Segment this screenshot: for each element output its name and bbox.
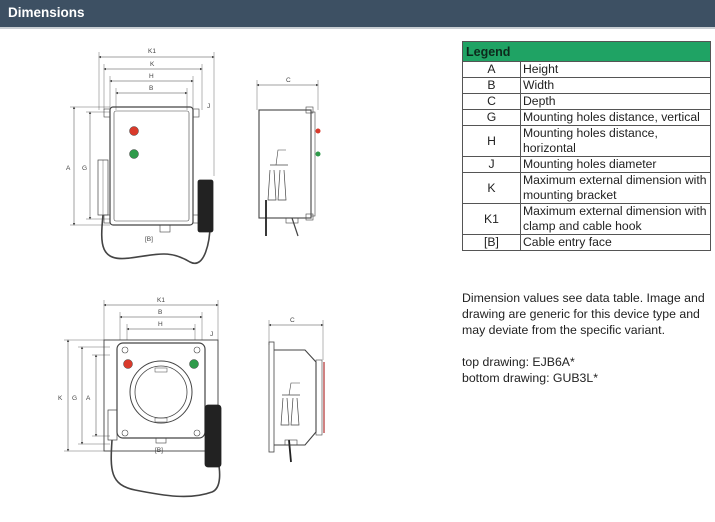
bottom-front-b-label: B (158, 309, 162, 316)
bottom-front-view (64, 300, 222, 498)
bottom-front-green-lamp (189, 359, 199, 369)
generic-drawing-note: Dimension values see data table. Image a… (462, 291, 705, 337)
legend-desc: Depth (520, 93, 711, 110)
bottom-front-a-label: A (86, 395, 91, 402)
bottom-side-view (268, 320, 325, 463)
legend-key: B (462, 77, 521, 94)
bottom-front-k-label: K (58, 395, 63, 402)
legend-desc: Mounting holes distance, vertical (520, 109, 711, 126)
legend-desc: Maximum external dimension with mounting… (520, 172, 711, 204)
bottom-front-g-label: G (72, 395, 77, 402)
legend-key: [B] (462, 234, 521, 251)
legend-key: A (462, 61, 521, 78)
legend-title: Legend (462, 41, 711, 62)
bottom-drawing-note: bottom drawing: GUB3L* (462, 371, 599, 385)
legend-key: K (462, 172, 521, 204)
bottom-front-j-label: J (210, 331, 213, 338)
legend-key: C (462, 93, 521, 110)
bottom-side-c-label: C (290, 317, 295, 324)
section-header: Dimensions (0, 0, 715, 27)
top-front-j-label: J (207, 103, 210, 110)
top-side-red-lamp (315, 128, 321, 134)
bottom-front-h-label: H (158, 321, 163, 328)
top-side-c-label: C (286, 77, 291, 84)
top-front-green-lamp (129, 149, 139, 159)
top-side-green-lamp (315, 151, 321, 157)
legend-desc: Mounting holes diameter (520, 156, 711, 173)
header-divider (0, 27, 715, 29)
top-front-h-label: H (149, 73, 154, 80)
legend-key: K1 (462, 203, 521, 235)
legend-key: H (462, 125, 521, 157)
top-front-k-label: K (150, 61, 155, 68)
legend-key: G (462, 109, 521, 126)
top-front-entry-label: [B] (145, 236, 153, 243)
legend-desc: Cable entry face (520, 234, 711, 251)
top-front-k1-label: K1 (148, 48, 156, 55)
legend-desc: Mounting holes distance, horizontal (520, 125, 711, 157)
drawing-notes: Dimension values see data table. Image a… (462, 290, 712, 386)
bottom-front-k1-label: K1 (157, 297, 165, 304)
top-front-g-label: G (82, 165, 87, 172)
legend-row: [B]Cable entry face (462, 234, 711, 251)
bottom-front-entry-label: [B] (155, 447, 163, 454)
legend-desc: Width (520, 77, 711, 94)
top-side-view (256, 80, 319, 237)
top-front-view (70, 52, 215, 265)
top-front-b-label: B (149, 85, 153, 92)
section-title: Dimensions (8, 5, 85, 20)
top-front-a-label: A (66, 165, 71, 172)
legend-desc: Height (520, 61, 711, 78)
top-front-red-lamp (129, 126, 139, 136)
legend-key: J (462, 156, 521, 173)
top-drawing-note: top drawing: EJB6A* (462, 355, 575, 369)
legend-desc: Maximum external dimension with clamp an… (520, 203, 711, 235)
bottom-front-red-lamp (123, 359, 133, 369)
